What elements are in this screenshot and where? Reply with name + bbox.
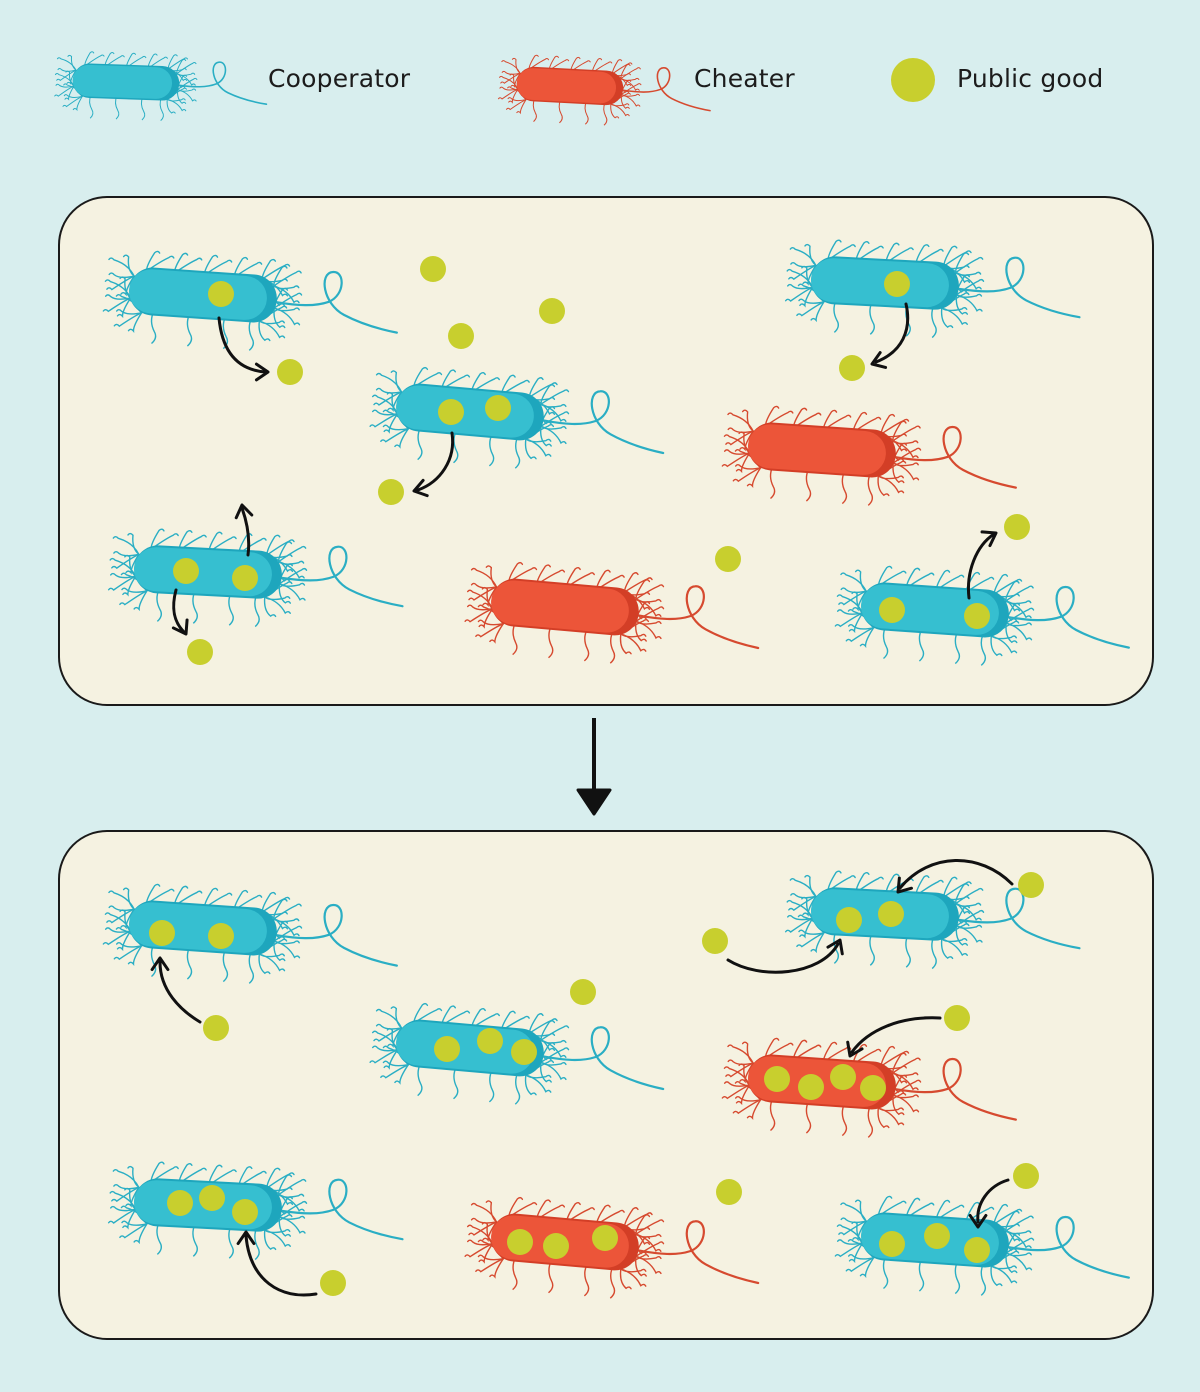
transport-arrow: [966, 532, 996, 600]
public-good: [702, 928, 728, 954]
transport-arrow: [217, 316, 268, 374]
public-good: [232, 1199, 258, 1225]
public-good: [879, 1231, 905, 1257]
arrowhead: [254, 362, 270, 382]
public-good: [438, 399, 464, 425]
legend-cheater-icon: [497, 54, 711, 126]
transition-arrowhead: [576, 788, 612, 816]
public-good: [716, 1179, 742, 1205]
transport-arrow: [976, 1178, 1010, 1224]
public-good: [836, 907, 862, 933]
arrowhead: [236, 1230, 256, 1246]
public-good: [199, 1185, 225, 1211]
arrowhead: [826, 938, 844, 956]
public-good: [173, 558, 199, 584]
public-good: [1018, 872, 1044, 898]
public-good: [543, 1233, 569, 1259]
public-good: [203, 1015, 229, 1041]
cheater-cell: [464, 561, 760, 664]
cheater-cell: [721, 405, 1017, 506]
public-good: [798, 1074, 824, 1100]
public-good: [420, 256, 446, 282]
public-good: [187, 639, 213, 665]
public-good: [277, 359, 303, 385]
transport-arrow: [874, 302, 910, 364]
public-good: [511, 1039, 537, 1065]
public-good: [208, 923, 234, 949]
arrowhead: [150, 956, 170, 972]
transport-arrow: [158, 960, 202, 1024]
arrowhead: [968, 1213, 988, 1229]
public-good: [860, 1075, 886, 1101]
transport-arrow: [726, 942, 840, 974]
public-good: [830, 1064, 856, 1090]
public-good: [924, 1223, 950, 1249]
transport-arrow: [898, 859, 1014, 890]
transport-arrow: [850, 1016, 942, 1054]
public-good: [944, 1005, 970, 1031]
public-good: [485, 395, 511, 421]
public-good: [964, 603, 990, 629]
public-good: [715, 546, 741, 572]
legend-public-good-label: Public good: [957, 64, 1104, 93]
legend-public-good-icon: [891, 58, 935, 102]
arrowhead: [870, 351, 888, 369]
transport-arrow: [416, 431, 455, 492]
public-good: [839, 355, 865, 381]
legend-cooperator-icon: [54, 51, 268, 122]
public-good: [477, 1028, 503, 1054]
transport-arrow: [172, 588, 186, 634]
arrowhead: [171, 618, 189, 636]
public-good: [570, 979, 596, 1005]
arrowhead: [412, 478, 429, 498]
public-good: [167, 1190, 193, 1216]
public-good: [507, 1229, 533, 1255]
arrowhead: [896, 876, 913, 894]
public-good: [378, 479, 404, 505]
arrowhead: [980, 530, 998, 548]
public-good: [149, 920, 175, 946]
cooperator-cell: [784, 239, 1081, 339]
arrowhead: [846, 1040, 864, 1058]
public-good: [879, 597, 905, 623]
transport-arrow: [240, 506, 251, 557]
public-good: [539, 298, 565, 324]
public-good: [232, 565, 258, 591]
public-good: [964, 1237, 990, 1263]
arrowhead: [234, 503, 254, 520]
public-good: [592, 1225, 618, 1251]
public-good: [878, 901, 904, 927]
public-good: [320, 1270, 346, 1296]
transport-arrow: [244, 1234, 318, 1297]
public-good: [448, 323, 474, 349]
legend-cheater-label: Cheater: [694, 64, 795, 93]
public-good: [1013, 1163, 1039, 1189]
cooperator-cell: [102, 250, 398, 351]
public-good: [208, 281, 234, 307]
public-good: [434, 1036, 460, 1062]
public-good: [764, 1066, 790, 1092]
public-good: [884, 271, 910, 297]
public-good: [1004, 514, 1030, 540]
legend-cooperator-label: Cooperator: [268, 64, 411, 93]
